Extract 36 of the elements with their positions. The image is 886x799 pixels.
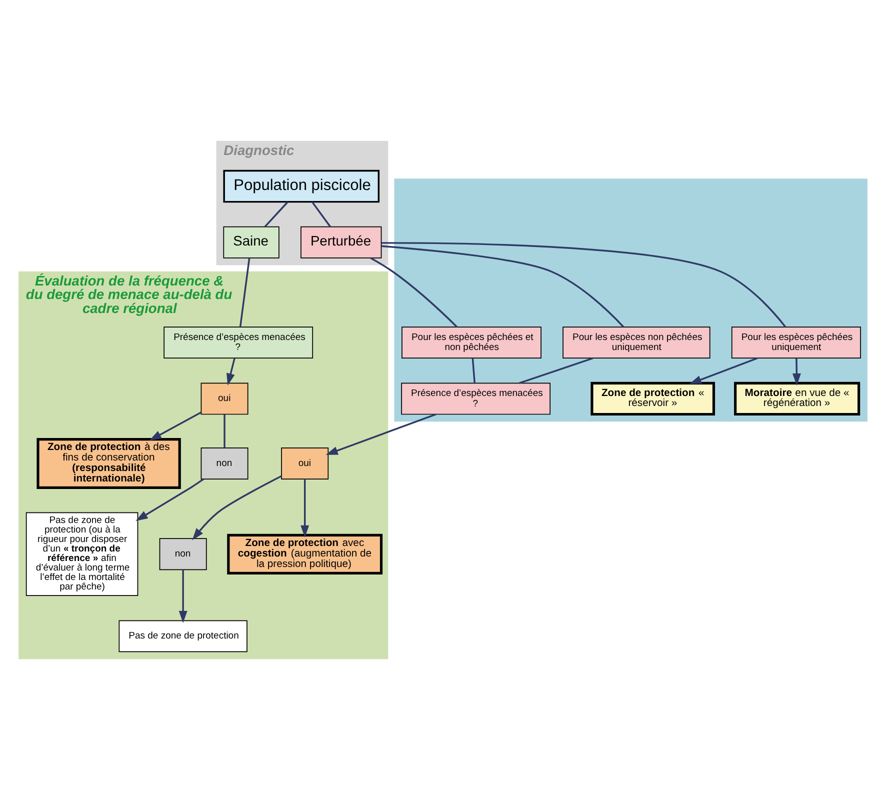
arrow — [149, 411, 202, 440]
connector — [382, 242, 786, 327]
arrow — [192, 474, 282, 540]
node-box: Pour les espèces pêchées et non pêchées — [402, 326, 542, 358]
connector — [370, 256, 458, 328]
node-box: Présence d’espèces menacées ? — [164, 326, 314, 358]
node-box: Pas de zone de protection (ou à la rigueur pour disposer d’un « tronçon de référence » afin d’évaluer à long terme l’effet de la mortalité par pêche) — [26, 512, 138, 596]
node-box: oui — [200, 382, 248, 414]
connector — [312, 201, 331, 227]
node-box: Zone de protection « réservoir » — [590, 381, 716, 416]
connector — [381, 244, 624, 327]
connector — [224, 414, 226, 448]
node-box: Zone de protection avec cogestion (augmentation de la pression politique) — [227, 533, 383, 574]
arrow — [178, 569, 188, 623]
node-box: Population piscicole — [223, 169, 380, 202]
node-box: Pour les espèces pêchées uniquement — [731, 326, 861, 358]
node-box: non — [200, 447, 248, 479]
arrow — [326, 412, 436, 454]
cluster — [394, 178, 868, 422]
connector — [472, 358, 476, 383]
node-box: Moratoire en vue de « régénération » — [734, 381, 860, 416]
arrow — [226, 358, 236, 386]
node-box: Perturbée — [300, 226, 382, 258]
arrow — [136, 478, 204, 521]
node-box: non — [159, 538, 207, 570]
node-box: Présence d’espèces menacées ? — [401, 382, 551, 414]
arrow — [689, 356, 758, 384]
connector — [519, 356, 594, 384]
node-box: Pour les espèces non pêchées uniquement — [562, 326, 710, 358]
node-box: Pas de zone de protection — [118, 620, 248, 652]
connector — [264, 200, 288, 227]
node-box: Saine — [223, 226, 280, 258]
node-box: Zone de protection à des fins de conservation (responsabilité internationale) — [36, 438, 181, 488]
arrow — [792, 358, 801, 386]
arrow — [300, 478, 310, 537]
node-box: oui — [281, 447, 329, 479]
